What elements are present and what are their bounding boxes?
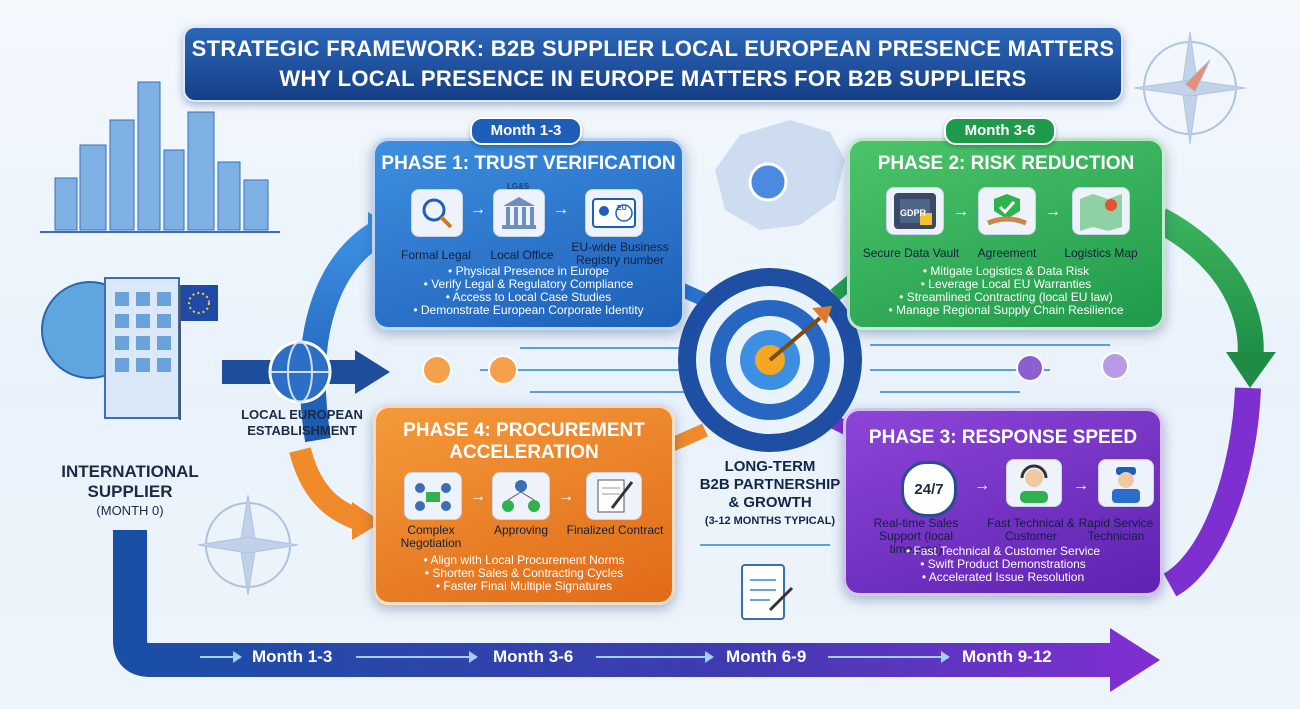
contract-quill-icon <box>586 472 642 520</box>
office-building-icon <box>493 189 545 237</box>
magnifier-icon <box>411 189 463 237</box>
icon-label: Formal Legal <box>400 248 472 262</box>
icon-label: Complex Negotiation <box>400 523 462 550</box>
arrow-icon: → <box>553 201 569 218</box>
arrow-icon: → <box>974 477 990 494</box>
handshake-icon <box>978 187 1036 235</box>
phase4-title-line-2: ACCELERATION <box>449 442 599 463</box>
timeline-arrow <box>200 651 242 663</box>
arc-to-phase3 <box>1162 387 1261 597</box>
clock-247-icon: 24/7 <box>901 461 957 517</box>
phase1-bullets: Physical Presence in Europe Verify Legal… <box>375 265 682 317</box>
icon-label: Fast Technical & Customer <box>987 516 1075 543</box>
timeline-arrow <box>356 651 478 663</box>
arrow-icon: → <box>953 203 969 220</box>
icon-label: Approving <box>493 523 549 537</box>
office-sign: LG&S <box>507 182 530 191</box>
timeline-bar <box>113 530 1130 677</box>
icon-label: Local Office <box>490 248 554 262</box>
phase4-bullets: Align with Local Procurement Norms Short… <box>376 554 672 593</box>
map-icon <box>1072 187 1130 235</box>
connector-icon-4 <box>1101 352 1129 380</box>
approving-team-icon <box>492 472 550 520</box>
connector-icon-1 <box>422 355 452 385</box>
arc-to-phase4 <box>289 447 364 531</box>
icon-label: Logistics Map <box>1064 246 1138 260</box>
phase2-bullets: Mitigate Logistics & Data Risk Leverage … <box>850 265 1162 317</box>
headset-agent-icon <box>1006 459 1062 507</box>
arrow-icon: → <box>558 488 574 505</box>
title-banner: STRATEGIC FRAMEWORK: B2B SUPPLIER LOCAL … <box>183 26 1123 102</box>
phase1-title: PHASE 1: TRUST VERIFICATION <box>381 153 676 174</box>
vault-icon <box>886 187 944 235</box>
timeline-month-9-12: Month 9-12 <box>962 647 1052 666</box>
target-dart <box>768 316 822 362</box>
compass-right <box>1133 31 1247 145</box>
title-line-1: STRATEGIC FRAMEWORK: B2B SUPPLIER LOCAL … <box>191 36 1115 61</box>
connector-icon-2 <box>488 355 518 385</box>
city-skyline <box>54 81 269 231</box>
arrow-icon: → <box>470 488 486 505</box>
compass-left <box>197 494 299 596</box>
phase2-title: PHASE 2: RISK REDUCTION <box>877 153 1135 174</box>
phase3-card: PHASE 3: RESPONSE SPEED 24/7 → → Real-ti… <box>843 408 1163 596</box>
contract-document <box>741 564 785 620</box>
timeline-month-6-9: Month 6-9 <box>726 647 807 666</box>
center-goal-label: LONG-TERM B2B PARTNERSHIP & GROWTH (3-12… <box>699 458 841 527</box>
arc-to-phase4-head <box>352 502 382 540</box>
arrow-icon: → <box>470 201 486 218</box>
phase4-card: PHASE 4: PROCUREMENT ACCELERATION → → Co… <box>373 405 675 605</box>
arc-phase2-down-head <box>1226 352 1276 388</box>
title-line-2: WHY LOCAL PRESENCE IN EUROPE MATTERS FOR… <box>279 66 1027 91</box>
vault-label: GDPR <box>900 208 927 218</box>
phase3-bullets: Fast Technical & Customer Service Swift … <box>846 545 1160 584</box>
eu-badge: EU <box>617 205 627 212</box>
supplier-arrow-head <box>355 350 390 394</box>
phase1-card: PHASE 1: TRUST VERIFICATION → LG&S → EU … <box>372 138 685 330</box>
timeline-arrow <box>828 651 950 663</box>
timeline-head <box>1110 628 1160 692</box>
eu-globe-node <box>748 162 788 202</box>
phase2-card: PHASE 2: RISK REDUCTION GDPR → → Secure … <box>847 138 1165 330</box>
icon-label: Rapid Service Technician <box>1078 516 1154 543</box>
negotiation-icon <box>404 472 462 520</box>
arrow-icon: → <box>1073 477 1089 494</box>
phase2-month-pill: Month 3-6 <box>944 117 1056 145</box>
phase3-title: PHASE 3: RESPONSE SPEED <box>868 427 1138 448</box>
arc-phase2-down <box>1153 208 1264 362</box>
timeline-month-3-6: Month 3-6 <box>493 647 574 666</box>
establishment-label: LOCAL EUROPEAN ESTABLISHMENT <box>241 407 363 438</box>
icon-label: Agreement <box>977 246 1037 260</box>
supplier-label: INTERNATIONAL SUPPLIER (MONTH 0) <box>61 462 199 518</box>
timeline-arrow <box>596 651 714 663</box>
timeline-month-1-3: Month 1-3 <box>252 647 333 666</box>
eu-flag <box>180 285 218 321</box>
arrow-icon: → <box>1045 203 1061 220</box>
arc-to-phase1 <box>299 220 387 443</box>
icon-label: Secure Data Vault <box>862 246 960 260</box>
phase1-month-pill: Month 1-3 <box>470 117 582 145</box>
icon-label: Finalized Contract <box>566 523 664 537</box>
registry-id-icon <box>585 189 643 237</box>
phase4-title-line-1: PHASE 4: PROCUREMENT <box>403 420 645 441</box>
connector-icon-3 <box>1016 354 1044 382</box>
technician-icon <box>1098 459 1154 507</box>
